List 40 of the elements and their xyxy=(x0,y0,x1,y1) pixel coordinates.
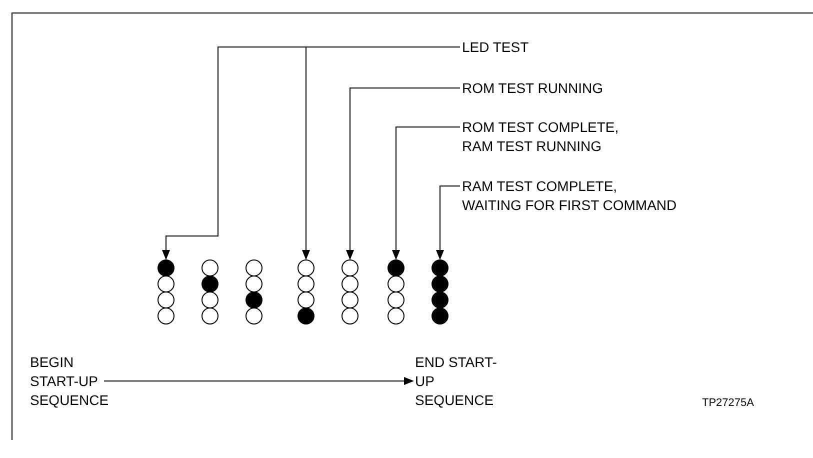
caption-text: ROM TEST RUNNING xyxy=(462,79,682,98)
figure-number: TP27275A xyxy=(702,396,754,411)
unlit-led xyxy=(342,308,358,324)
unlit-led xyxy=(388,292,404,308)
unlit-led xyxy=(158,308,174,324)
caption-text: RAM TEST COMPLETE, WAITING FOR FIRST COMMAND xyxy=(462,177,677,215)
lit-led xyxy=(432,260,448,276)
lit-led xyxy=(298,308,314,324)
unlit-led xyxy=(388,276,404,292)
leader-line xyxy=(302,46,460,260)
arrow xyxy=(104,377,414,385)
caption-text: BEGIN START-UP SEQUENCE xyxy=(30,353,120,410)
unlit-led xyxy=(246,308,262,324)
unlit-led xyxy=(158,276,174,292)
unlit-led xyxy=(246,260,262,276)
unlit-led xyxy=(298,276,314,292)
unlit-led xyxy=(342,292,358,308)
unlit-led xyxy=(246,276,262,292)
caption-text: ROM TEST COMPLETE, RAM TEST RUNNING xyxy=(462,118,647,156)
unlit-led xyxy=(202,308,218,324)
unlit-led xyxy=(298,292,314,308)
leader-line xyxy=(392,126,460,260)
unlit-led xyxy=(342,260,358,276)
caption-text: LED TEST xyxy=(462,38,682,57)
lit-led xyxy=(432,308,448,324)
lit-led xyxy=(432,292,448,308)
lit-led xyxy=(202,276,218,292)
unlit-led xyxy=(202,292,218,308)
caption-text: END START-UP SEQUENCE xyxy=(415,353,505,410)
lit-led xyxy=(158,260,174,276)
lit-led xyxy=(246,292,262,308)
unlit-led xyxy=(388,308,404,324)
lit-led xyxy=(388,260,404,276)
unlit-led xyxy=(202,260,218,276)
unlit-led xyxy=(298,260,314,276)
unlit-led xyxy=(342,276,358,292)
leader-line xyxy=(346,88,460,260)
leader-line xyxy=(436,186,460,260)
unlit-led xyxy=(158,292,174,308)
lit-led xyxy=(432,276,448,292)
